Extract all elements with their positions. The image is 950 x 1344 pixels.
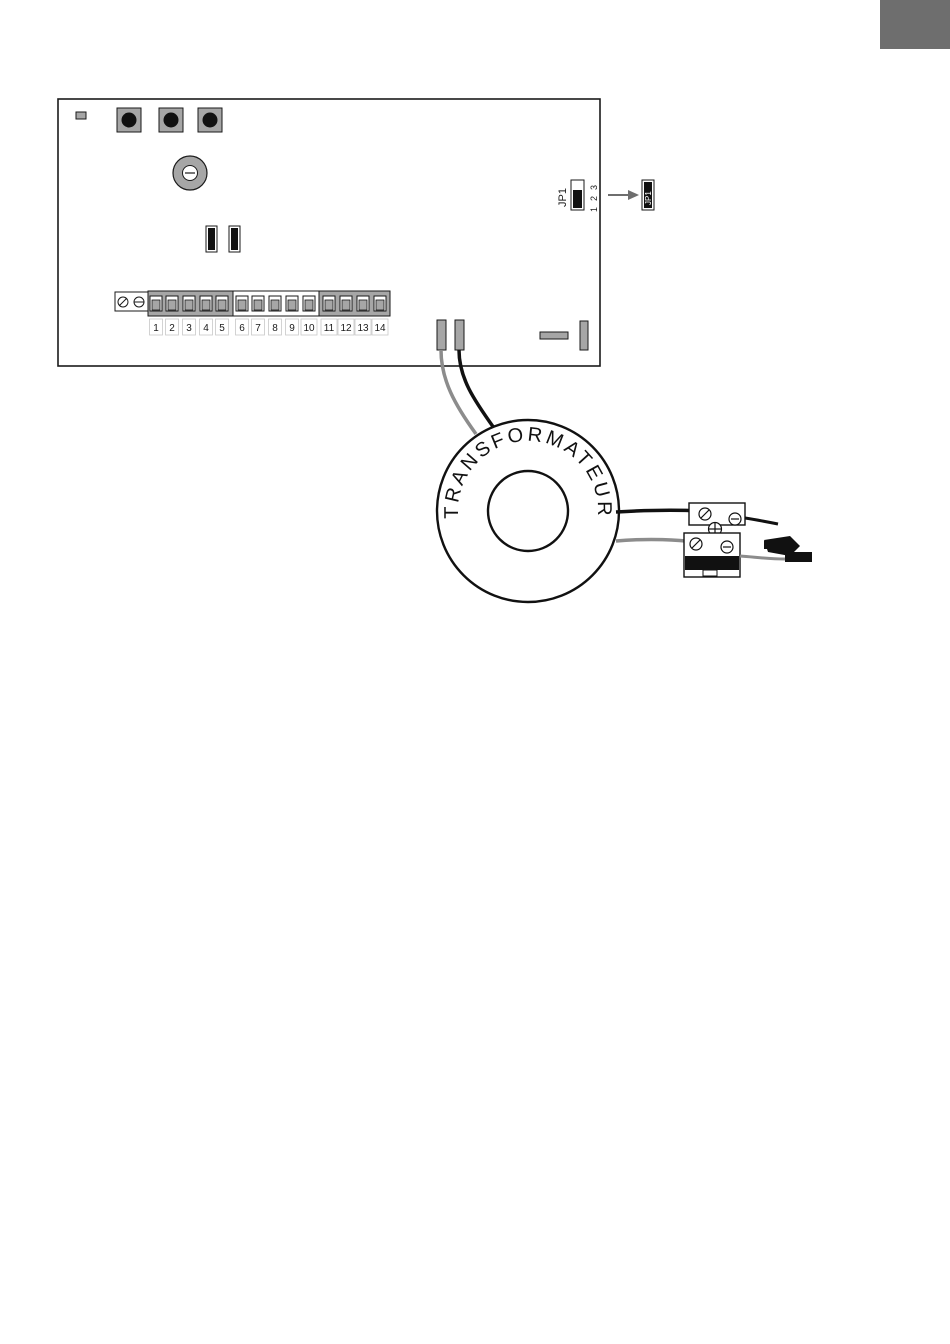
terminal-screw [185,300,193,310]
terminal-screw [238,300,246,310]
jumper-pin-label: 1 [589,207,599,212]
terminal-number: 2 [169,323,175,334]
terminal-number: 9 [289,323,295,334]
board-component [540,332,568,339]
page-tab [880,0,950,49]
terminal-number: 6 [239,323,245,334]
push-button [198,108,222,132]
terminal-screw [325,300,333,310]
terminal-screw [218,300,226,310]
terminal-screw [376,300,384,310]
fuse-terminal-block [684,503,745,577]
wire-grey-out [740,556,785,559]
terminal-number: 3 [186,323,192,334]
wire-grey-mains [616,539,694,542]
jumper-inset-label: JP1 [644,191,653,205]
jumper-pin-label: 2 [589,196,599,201]
terminal-number: 4 [203,323,209,334]
push-button [159,108,183,132]
board-component [580,321,588,350]
wire-black-mains [616,510,700,512]
terminal-screw [305,300,313,310]
trimmer-potentiometer [173,156,207,190]
terminal-number: 13 [357,323,369,334]
led-indicator [76,112,86,119]
terminal-screw [202,300,210,310]
terminal-number: 5 [219,323,225,334]
terminal-number: 8 [272,323,278,334]
jumper-arrow [608,190,639,200]
terminal-screw [359,300,367,310]
terminal-screw [152,300,160,310]
terminal-screw [168,300,176,310]
terminal-screw [271,300,279,310]
push-button [117,108,141,132]
terminal-number: 1 [153,323,159,334]
jumper-inset: JP1 [642,180,654,210]
terminal-screw [288,300,296,310]
terminal-screw [254,300,262,310]
terminal-number: 11 [324,323,335,334]
wire-black-out [745,518,778,524]
terminal-screw [342,300,350,310]
toroidal-transformer: TRANSFORMATEUR [437,420,619,602]
terminal-number: 7 [255,323,261,334]
jumper-pin-label: 3 [589,185,599,190]
terminal-number: 10 [303,323,315,334]
jumper-label: JP1 [557,188,569,207]
screw-terminal [115,292,149,311]
terminal-number: 12 [340,323,352,334]
terminal-number: 14 [374,323,386,334]
